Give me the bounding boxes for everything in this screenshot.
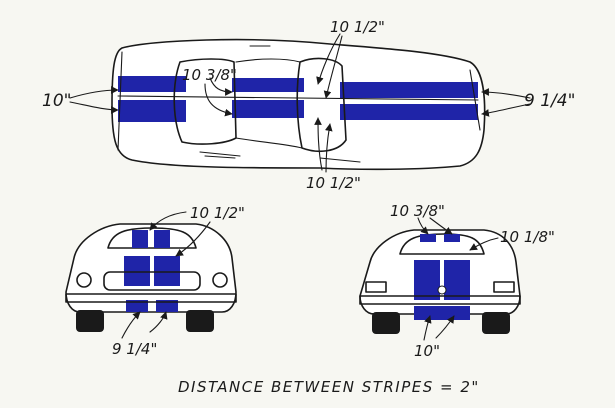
arrow-front-hood-1 — [149, 211, 187, 231]
label-top-bottom-windshield: 10 1/2" — [306, 174, 361, 192]
front-headlight-left — [76, 272, 92, 288]
arrow-rear-roof-2 — [429, 217, 453, 235]
rear-view-car — [359, 229, 521, 334]
rear-taillight-right — [493, 281, 515, 293]
label-top-rear-window: 10 3/8" — [182, 66, 237, 84]
top-view-arrows — [69, 33, 531, 173]
top-stripe-roof-2 — [232, 100, 304, 118]
label-rear-window: 10 1/8" — [500, 228, 555, 246]
rear-wheel-left — [372, 312, 400, 334]
top-nose-line — [469, 69, 481, 131]
top-roof-line-upper — [235, 58, 301, 63]
arrow-rear-window-2 — [204, 83, 233, 117]
front-stripe-hood-right — [154, 256, 180, 286]
top-door-line — [199, 151, 241, 157]
arrow-windshield-2 — [323, 35, 343, 99]
top-stripe-trunk-2 — [340, 104, 478, 120]
front-view-car — [65, 223, 237, 332]
arrow-rear-window — [469, 237, 499, 251]
front-bumper — [65, 293, 237, 303]
rear-stripe-roof-right — [444, 234, 460, 242]
label-front-hood: 10 1/2" — [190, 204, 245, 222]
label-top-windshield: 10 1/2" — [330, 18, 385, 36]
arrow-front-hood-2 — [175, 221, 211, 257]
top-view-car — [111, 38, 486, 171]
rear-wheel-right — [482, 312, 510, 334]
label-top-left: 10" — [42, 91, 71, 111]
rear-stripe-trunk-left — [414, 260, 440, 300]
front-stripe-valance-right — [156, 300, 178, 312]
label-rear-roof: 10 3/8" — [390, 202, 445, 220]
top-stripe-left-hood-2 — [118, 100, 186, 122]
top-roof-line-lower — [235, 137, 303, 149]
rear-stripe-bumper — [414, 306, 470, 320]
rear-stripe-trunk-right — [444, 260, 470, 300]
rear-view-arrows — [417, 217, 499, 341]
rear-bumper — [359, 295, 521, 305]
front-stripe-valance-left — [126, 300, 148, 312]
front-body-outline — [65, 223, 237, 313]
label-rear-bumper: 10" — [414, 342, 440, 360]
top-stripe-left-hood — [118, 76, 186, 92]
top-side-vent — [204, 155, 236, 159]
front-stripe-roof-left — [132, 230, 148, 248]
rear-taillight-left — [365, 281, 387, 293]
caption-stripe-distance: DISTANCE BETWEEN STRIPES = 2" — [178, 378, 480, 396]
front-stripe-roof-right — [154, 230, 170, 248]
arrow-rear-roof-1 — [417, 217, 429, 235]
rear-gas-cap — [437, 285, 447, 295]
arrow-windshield-1 — [316, 33, 341, 85]
front-view-arrows — [121, 211, 211, 339]
top-stripe-roof-1 — [232, 78, 304, 92]
arrow-top-right-1 — [481, 88, 531, 99]
front-wheel-right — [186, 310, 214, 332]
arrow-top-left-2 — [69, 101, 119, 114]
front-grille — [103, 271, 201, 291]
arrow-bottom-windshield-2 — [324, 123, 333, 173]
front-stripe-hood-left — [124, 256, 150, 286]
rear-stripe-roof-left — [420, 234, 436, 242]
label-front-bumper: 9 1/4" — [112, 340, 157, 358]
front-headlight-right — [212, 272, 228, 288]
arrow-rear-window-1 — [209, 77, 233, 96]
arrow-rear-bumper-2 — [435, 315, 455, 339]
top-rear-window — [173, 58, 237, 145]
arrow-rear-bumper-1 — [423, 315, 432, 341]
arrow-front-bumper-1 — [121, 311, 141, 339]
top-tail-line — [117, 51, 123, 151]
label-top-right: 9 1/4" — [524, 91, 575, 111]
arrow-front-bumper-2 — [149, 311, 168, 333]
arrow-top-left-1 — [69, 86, 119, 99]
top-stripe-trunk-1 — [340, 82, 478, 98]
arrow-bottom-windshield-1 — [314, 117, 323, 171]
front-wheel-left — [76, 310, 104, 332]
arrow-top-right-2 — [481, 103, 531, 117]
